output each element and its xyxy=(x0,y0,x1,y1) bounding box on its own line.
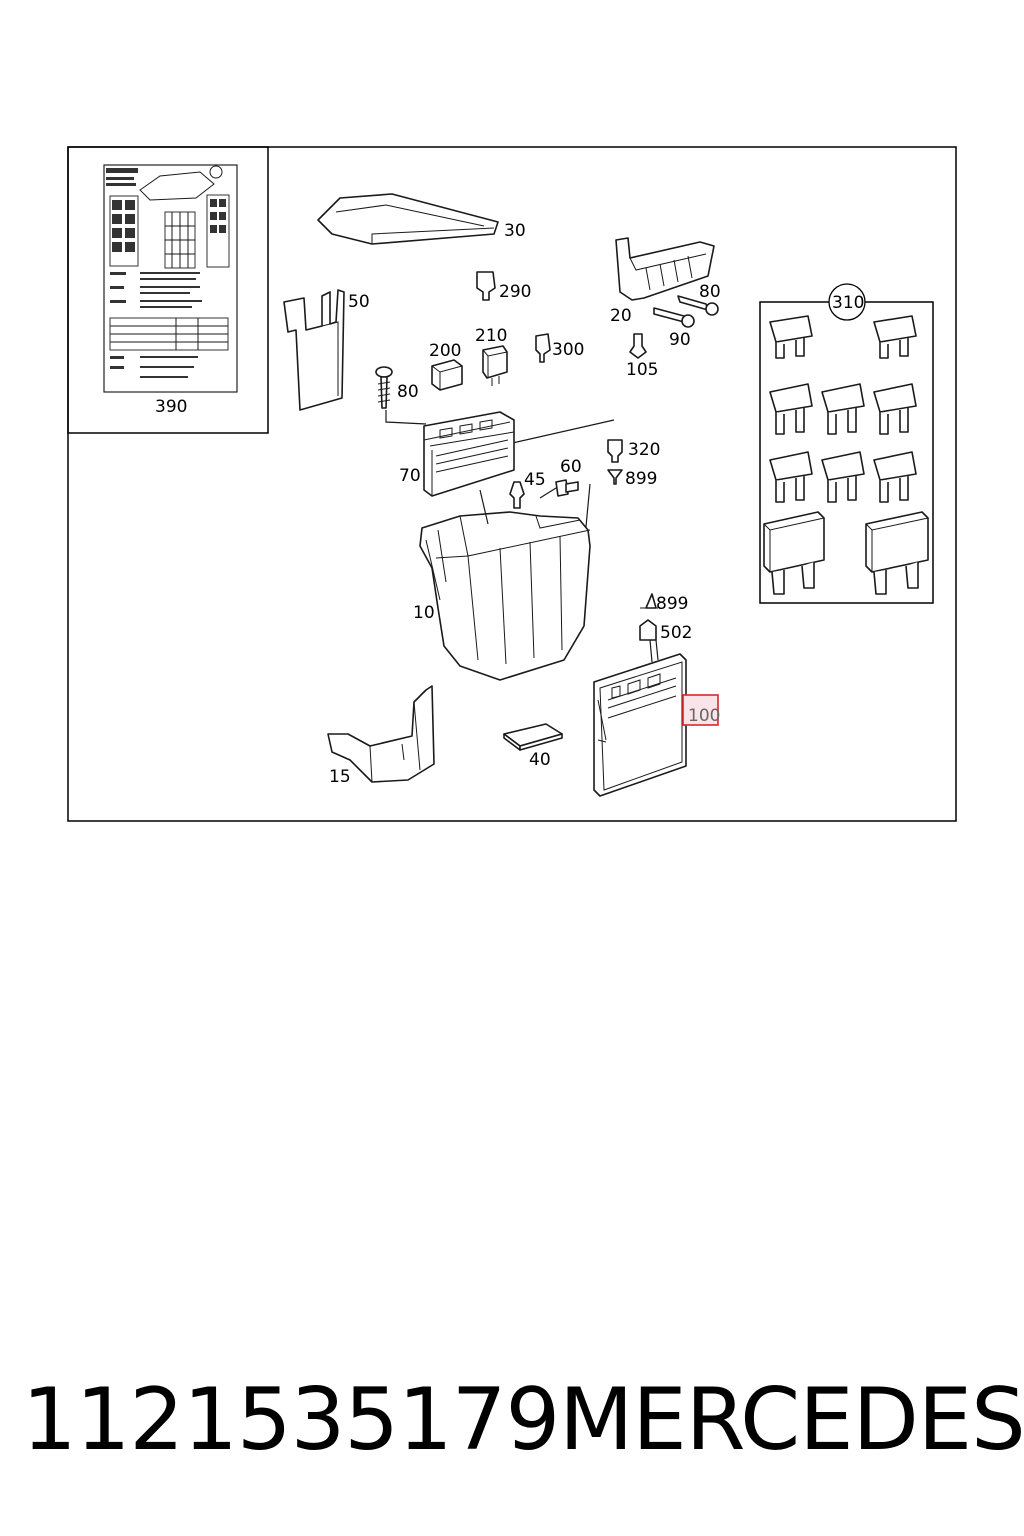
callout-290: 290 xyxy=(499,282,531,302)
callout-90: 90 xyxy=(669,330,691,350)
mini-fuse xyxy=(873,315,917,359)
parts-exploded-diagram: 390 30 290 50 200 210 300 20 xyxy=(67,146,957,822)
callout-40: 40 xyxy=(529,750,551,770)
part-bracket-15 xyxy=(327,685,435,783)
mini-fuse xyxy=(769,383,813,435)
callout-10: 10 xyxy=(413,603,435,623)
maxi-fuse xyxy=(865,511,929,595)
callout-15: 15 xyxy=(329,767,351,787)
part-fuse-290 xyxy=(476,271,496,301)
callout-60: 60 xyxy=(560,457,582,477)
part-number: 1121535179 xyxy=(22,1370,560,1470)
callout-30: 30 xyxy=(504,221,526,241)
callout-70: 70 xyxy=(399,466,421,486)
callout-80-right: 80 xyxy=(699,282,721,302)
callout-45: 45 xyxy=(524,470,546,490)
callout-502: 502 xyxy=(660,623,692,643)
callout-310: 310 xyxy=(832,293,864,313)
part-holder-20 xyxy=(615,237,715,301)
part-bolt-60 xyxy=(555,479,579,497)
callout-320: 320 xyxy=(628,440,660,460)
part-connector-502 xyxy=(639,619,657,641)
callout-20: 20 xyxy=(610,306,632,326)
mini-fuse xyxy=(873,451,917,503)
mini-fuse xyxy=(873,383,917,435)
part-clip-105 xyxy=(629,333,647,359)
inset-390-frame xyxy=(67,146,269,434)
callout-310-circle xyxy=(828,283,866,321)
callout-200: 200 xyxy=(429,341,461,361)
diagram-frame xyxy=(67,146,957,822)
part-bolt-90 xyxy=(653,307,695,328)
callout-50: 50 xyxy=(348,292,370,312)
part-relay-200 xyxy=(431,359,463,391)
part-pin-45 xyxy=(509,481,525,509)
callout-390: 390 xyxy=(155,397,187,417)
callout-300: 300 xyxy=(552,340,584,360)
part-housing-10 xyxy=(419,511,591,681)
mini-fuse xyxy=(769,315,813,359)
part-relay-210 xyxy=(482,345,508,386)
mini-fuse xyxy=(769,451,813,503)
mini-fuse-set xyxy=(763,315,929,595)
callout-899-bottom: 899 xyxy=(656,594,688,614)
callout-100: 100 xyxy=(688,706,720,726)
callout-105: 105 xyxy=(626,360,658,380)
callout-80-left: 80 xyxy=(397,382,419,402)
part-fuse-300 xyxy=(535,333,551,363)
part-connector-320 xyxy=(607,439,623,463)
part-screw-80-left xyxy=(375,366,393,409)
fuse-chart-document xyxy=(103,164,238,393)
part-control-unit-100 xyxy=(593,653,687,797)
mini-fuse xyxy=(821,383,865,435)
part-cap-899-top xyxy=(607,469,623,485)
part-bolt-80-right xyxy=(677,295,719,316)
brand-name: MERCEDES xyxy=(559,1370,1024,1470)
mini-fuse xyxy=(821,451,865,503)
part-cap-899-bottom xyxy=(640,593,658,609)
callout-100-highlight-box xyxy=(682,694,719,726)
part-cover-30 xyxy=(317,193,499,245)
callout-899-top: 899 xyxy=(625,469,657,489)
callout-210: 210 xyxy=(475,326,507,346)
footer-caption: 1121535179 MERCEDES xyxy=(22,1370,1024,1470)
part-pad-40 xyxy=(503,723,563,751)
maxi-fuse xyxy=(763,511,825,595)
part-module-70 xyxy=(423,411,515,497)
part-bracket-50 xyxy=(283,289,345,411)
